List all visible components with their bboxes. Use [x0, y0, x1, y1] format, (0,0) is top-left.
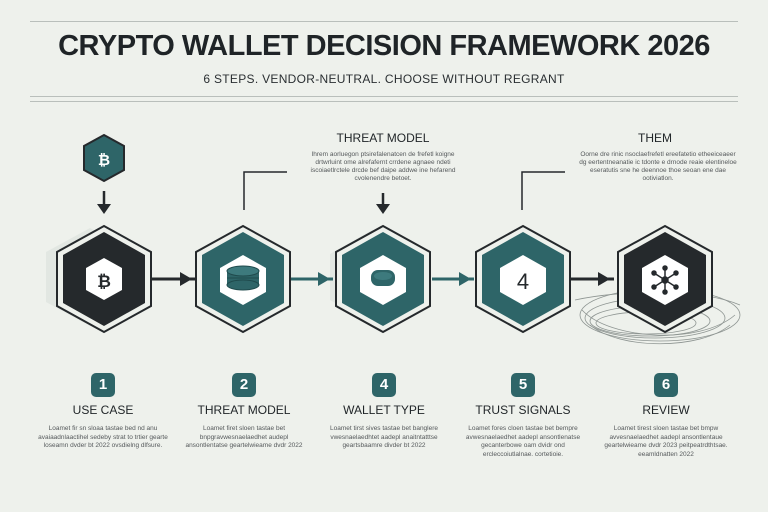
step-label-use-case: USE CASE — [72, 403, 134, 417]
step-number-badge: 6 — [654, 373, 678, 397]
step-number-badge: 2 — [232, 373, 256, 397]
step-hex-threat-model — [195, 224, 291, 334]
arrow-right-icon — [459, 272, 471, 286]
step-label-review: REVIEW — [642, 403, 690, 417]
page-title: CRYPTO WALLET DECISION FRAMEWORK 2026 — [58, 30, 710, 62]
flow-connectors — [152, 272, 614, 286]
bitcoin-icon: ₿ — [97, 272, 111, 292]
header-divider-1 — [30, 96, 738, 97]
step-number-badge: 1 — [91, 373, 115, 397]
number-four-icon: 4 — [517, 269, 529, 294]
coin-stack-icon — [226, 265, 260, 291]
down-arrow-icon — [376, 193, 390, 214]
arrow-right-icon — [598, 272, 610, 286]
step-hex-trust-signals: 4 — [475, 224, 571, 334]
top-bitcoin-badge: ₿ — [83, 133, 125, 183]
step-label-threat-model: THREAT MODEL — [197, 403, 291, 417]
step-label-trust-signals: TRUST SIGNALS — [475, 403, 571, 417]
step-number-badge: 4 — [372, 373, 396, 397]
header-divider-2 — [30, 101, 738, 102]
callout-title-threat-model: THREAT MODEL — [336, 131, 430, 145]
arrow-right-icon — [318, 272, 330, 286]
page-subtitle: 6 STEPS. VENDOR-NEUTRAL. CHOOSE WITHOUT … — [203, 72, 565, 86]
callout-title-them: THEM — [638, 131, 672, 145]
step-description: Loamet tirest sloen tastae bet bmpw avve… — [604, 425, 728, 458]
step-number-badge: 5 — [511, 373, 535, 397]
step-label-wallet-type: WALLET TYPE — [343, 403, 425, 417]
down-arrow-icon — [97, 191, 111, 214]
callout-lines — [243, 171, 565, 210]
callout-text-them: Oorne dre rinic nsoclaefrefetl ereefatet… — [579, 151, 737, 182]
step-hex-wallet-type — [335, 224, 431, 334]
step-description: Loamet fir sn sloaa tastae bed nd anu av… — [38, 425, 168, 449]
step-hex-use-case: ₿ — [56, 224, 152, 334]
step-description: Loamet tirst sives tastae bet banglere v… — [329, 425, 439, 449]
step-description: Loamet fores cloen tastae bet bempre avw… — [465, 425, 581, 458]
callout-text-threat-model: Ihrem aorluegon ptsirefalenatcen de fref… — [310, 151, 456, 182]
hardware-wallet-icon — [371, 270, 395, 286]
step-hex-review — [617, 224, 713, 334]
arrow-right-icon — [180, 272, 192, 286]
top-divider — [30, 21, 738, 22]
network-nodes-icon — [651, 265, 679, 295]
step-description: Loamet firet sloen tastae bet bnpgravwes… — [185, 425, 303, 449]
bitcoin-icon: ₿ — [98, 151, 110, 169]
